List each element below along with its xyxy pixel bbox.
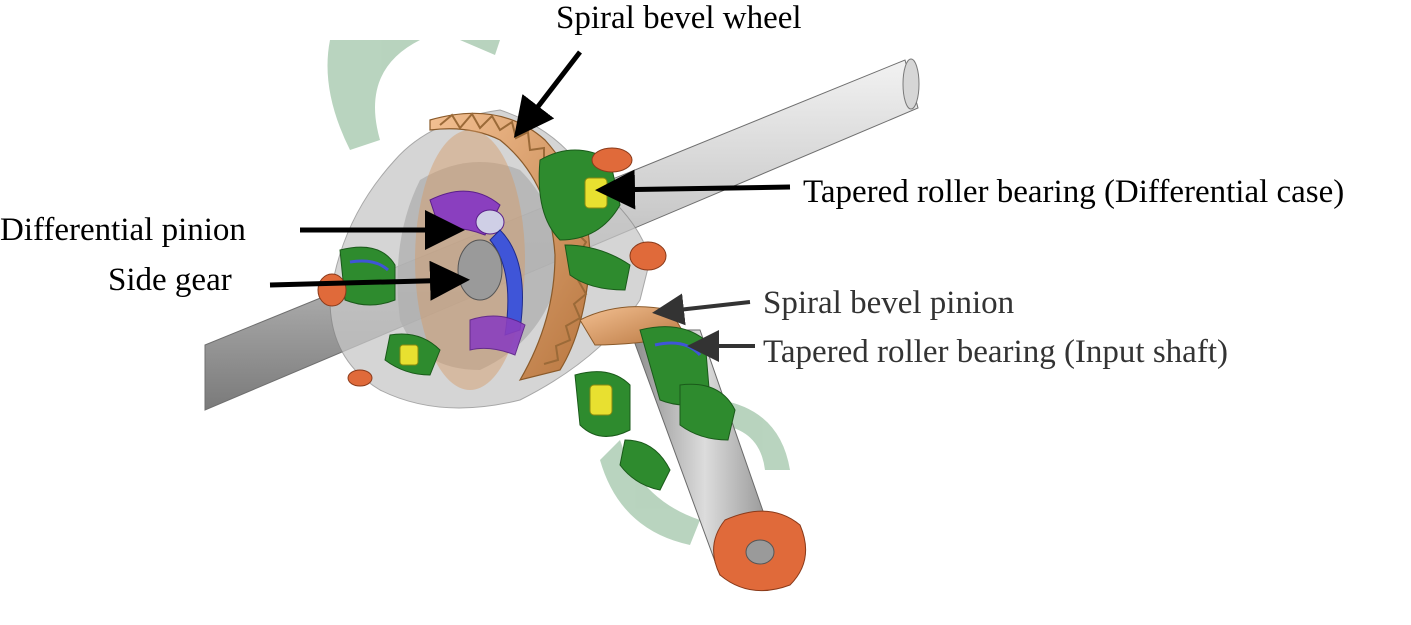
label-side-gear: Side gear [108, 262, 232, 298]
differential-pinion-cap [475, 209, 505, 235]
label-tapered-bearing-case: Tapered roller bearing (Differential cas… [803, 174, 1345, 210]
lower-pinion-gear [469, 315, 526, 356]
bearing-flange-left-2 [347, 369, 373, 387]
input-shaft-assembly [574, 306, 807, 592]
housing-shell-top-right [460, 40, 500, 55]
input-bearing-bottom [619, 439, 671, 491]
arrow-side-gear [269, 260, 470, 301]
input-bearing-roller [589, 384, 613, 416]
housing-shell-lower-right [720, 400, 790, 470]
bearing-flange-right [591, 147, 633, 173]
bearing-roller-right [584, 177, 608, 209]
pointer-arrows [269, 50, 791, 362]
differential-internals [429, 190, 526, 356]
arrow-spiral-bevel-wheel [513, 50, 582, 138]
label-differential-pinion: Differential pinion [0, 212, 246, 248]
bearing-flange-left [317, 273, 347, 307]
bearing-flange-right-2 [629, 241, 667, 271]
pinion-shaft-block [457, 239, 503, 301]
label-spiral-bevel-pinion: Spiral bevel pinion [763, 285, 1015, 321]
bearing-case-right [538, 147, 667, 291]
bearing-roller-left [399, 344, 419, 366]
label-tapered-bearing-input: Tapered roller bearing (Input shaft) [763, 334, 1228, 370]
housing-shell-top [327, 40, 420, 150]
input-flange-hole [745, 539, 775, 565]
bearing-blue-ring-left [349, 259, 390, 272]
arrow-spiral-bevel-pinion [652, 293, 751, 326]
input-bearing-right [679, 383, 736, 441]
axle-shaft-end [902, 58, 920, 110]
label-spiral-bevel-wheel: Spiral bevel wheel [556, 0, 802, 36]
bearing-cone-right [564, 244, 631, 291]
arrow-tapered-bearing-case [595, 169, 791, 210]
bearing-cup-left [339, 246, 396, 306]
